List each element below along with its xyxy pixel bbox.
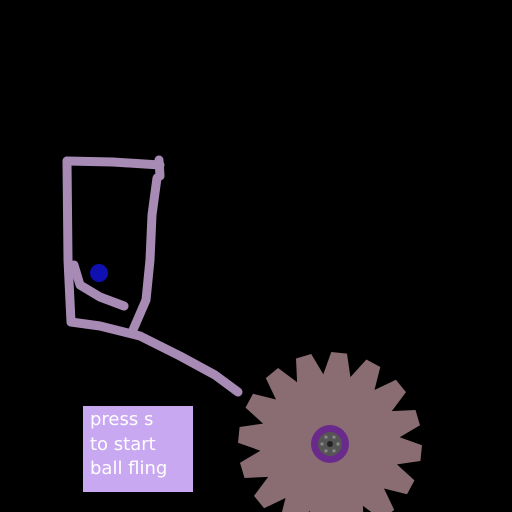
wall-left: [62, 156, 76, 327]
wall-right: [128, 173, 162, 335]
gear-bolt: [332, 435, 336, 439]
ball-ledge: [69, 260, 129, 311]
wall-top: [62, 156, 165, 170]
gear-bolt: [324, 435, 328, 439]
launch-ramp: [66, 317, 243, 397]
gear-axle: [327, 441, 333, 447]
hint-line-3: ball fling: [90, 458, 168, 479]
drawn-walls: [62, 155, 243, 397]
gear: [238, 352, 422, 512]
wall-top-right-post: [154, 155, 165, 181]
hint-line-1: press s: [90, 409, 154, 430]
gear-bolt: [332, 449, 336, 453]
gear-bolt: [336, 442, 340, 446]
ball: [90, 264, 108, 282]
hint-line-2: to start: [90, 433, 156, 455]
gear-bolts: [320, 435, 340, 453]
gear-bolt: [324, 449, 328, 453]
gear-bolt: [320, 442, 324, 446]
start-hint-panel: press s to start ball fling: [83, 406, 193, 492]
